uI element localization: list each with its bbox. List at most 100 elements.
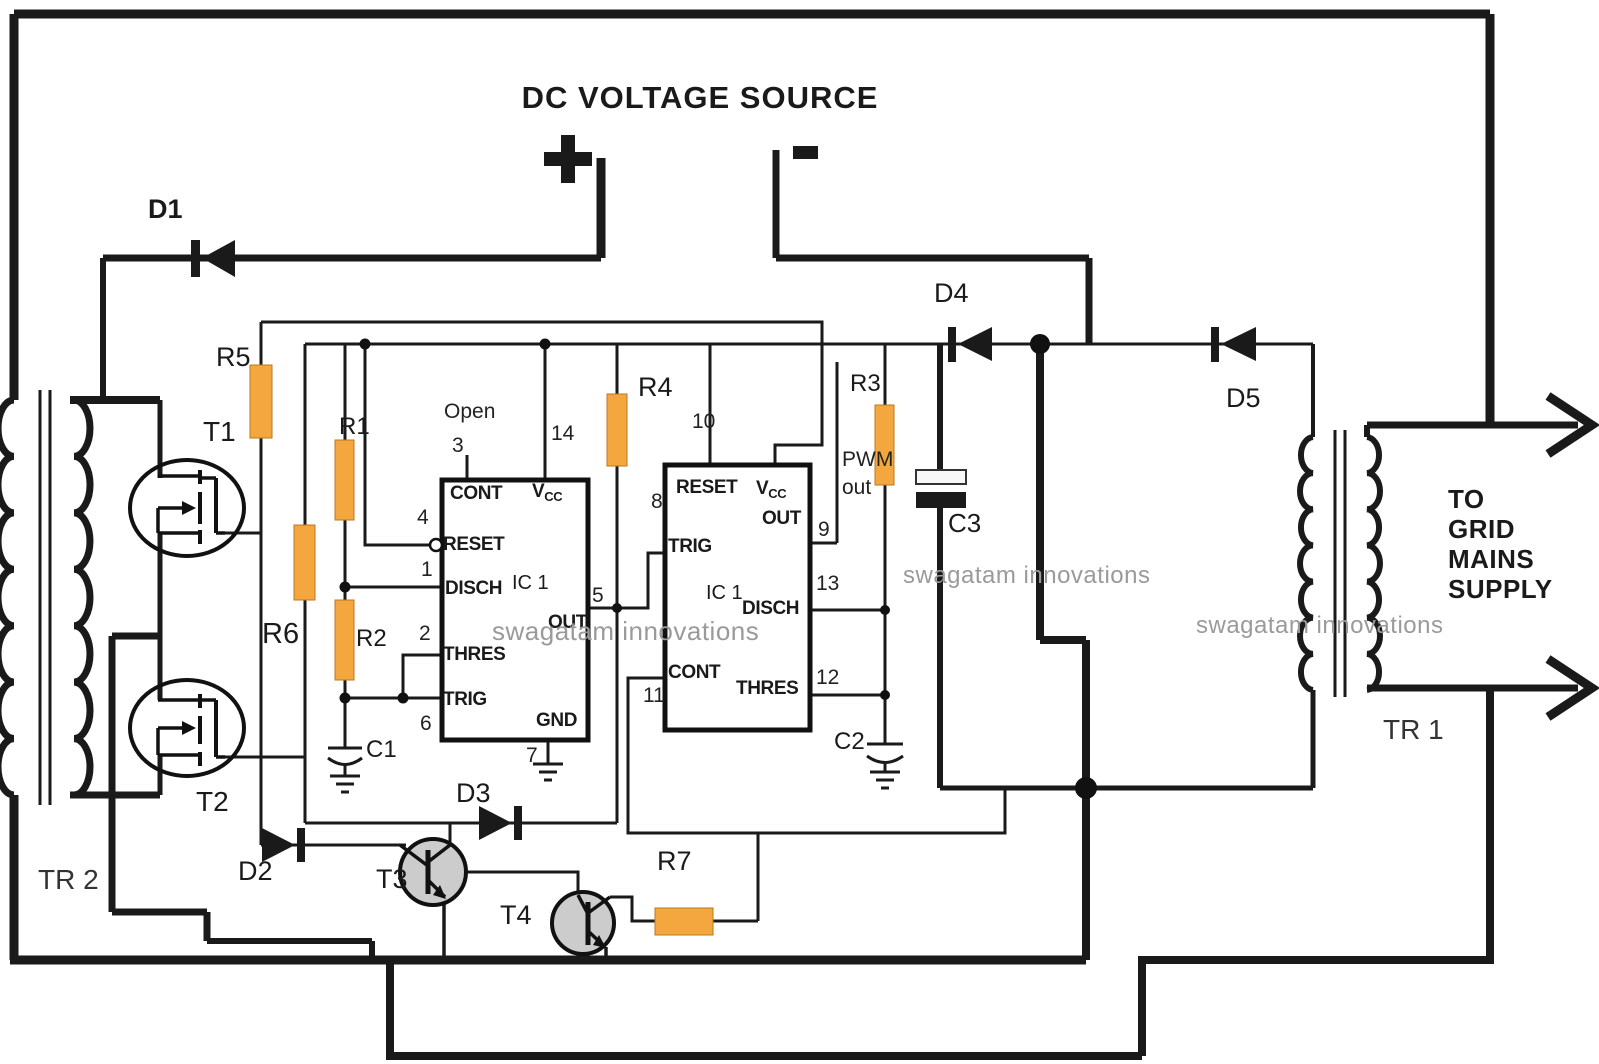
ic1-pin1-number: 1 (421, 558, 433, 581)
ic1-pin14-number: 14 (551, 422, 575, 445)
resistor-r1-label: R1 (339, 413, 370, 440)
diode-d5-icon (1211, 327, 1256, 362)
dc-minus-wire (772, 150, 1093, 344)
ground-icon-c2 (870, 762, 900, 790)
dc-plus-wire (100, 158, 606, 400)
ground-icon-c1 (330, 764, 360, 794)
transformer-tr2-label: TR 2 (38, 864, 99, 895)
signal-wires (217, 320, 1313, 960)
resistor-icons (249, 364, 895, 936)
ic1-pin-disch: DISCH (445, 578, 503, 599)
grid-arrow-top-icon (1367, 392, 1599, 458)
transformer-tr2-icon (0, 390, 94, 805)
mosfet-t1-icon (128, 458, 246, 558)
ic2-pin-out: OUT (762, 508, 801, 529)
ic2-pin11-number: 11 (643, 684, 665, 707)
capacitor-c2-label: C2 (834, 728, 865, 755)
mosfet-t2-icon (128, 678, 246, 778)
diode-d2-label: D2 (238, 856, 273, 886)
resistor-r5-label: R5 (216, 342, 251, 372)
grid-label-line1: TO (1448, 484, 1485, 514)
resistor-r2-label: R2 (356, 625, 387, 652)
grid-arrow-bottom-icon (1367, 655, 1599, 721)
diode-d4-label: D4 (934, 278, 969, 308)
grid-label-line2: GRID (1448, 514, 1515, 544)
ic2-pin-reset: RESET (676, 477, 738, 498)
transistor-t2-label: T2 (196, 786, 229, 817)
grid-label-line3: MAINS (1448, 544, 1535, 574)
capacitor-c1-icon (327, 746, 363, 766)
ic1-pin4-number: 4 (417, 506, 429, 529)
resistor-r1-icon (334, 439, 355, 521)
ic2-pin9-number: 9 (818, 518, 830, 541)
transistor-t1-label: T1 (203, 416, 236, 447)
ic1-pin-out: OUT (548, 612, 587, 633)
minus-terminal-icon (793, 146, 818, 159)
ic2-pin-disch: DISCH (742, 598, 800, 619)
ic1-pin6-number: 6 (420, 712, 432, 735)
diode-d3-icon (479, 806, 522, 840)
ic2-pin-cont: CONT (668, 662, 721, 683)
ic2-name: IC 1 (706, 582, 743, 604)
capacitor-c2-icon (866, 742, 904, 764)
resistor-r6-label: R6 (262, 618, 300, 650)
ic1-name: IC 1 (512, 572, 549, 594)
ic1-pin-vcc: VCC (532, 481, 563, 504)
pwm-out-label-line2: out (842, 476, 872, 499)
reset-bubble-icon (428, 537, 444, 553)
bjt-t4-icon (550, 890, 616, 956)
plus-terminal-icon (544, 135, 592, 183)
watermark-1: swagatam innovations (492, 616, 760, 646)
capacitor-c3-label: C3 (948, 508, 982, 538)
transformer-tr1-label: TR 1 (1383, 714, 1444, 745)
ic1-pin2-number: 2 (419, 622, 431, 645)
diode-d2-icon (262, 828, 305, 862)
ic2-pin12-number: 12 (816, 666, 840, 689)
ic1-pin-trig: TRIG (443, 689, 487, 710)
resistor-r7-icon (654, 907, 714, 936)
page-title: DC VOLTAGE SOURCE (521, 80, 879, 115)
resistor-r6-icon (293, 524, 316, 601)
resistor-r7-label: R7 (657, 846, 692, 876)
resistor-r4-label: R4 (638, 372, 673, 402)
ic2-pin8-number: 8 (651, 490, 663, 513)
ic1-pin-cont: CONT (450, 483, 503, 504)
ic2-pin13-number: 13 (816, 572, 840, 595)
pwm-out-label-line1: PWM (842, 448, 894, 471)
ic2-pin-trig: TRIG (668, 536, 712, 557)
ic1-pin5-number: 5 (592, 584, 604, 607)
junction-dots (339, 334, 1097, 799)
border-wire (9, 9, 1495, 1060)
ic1-box (428, 477, 591, 743)
grid-label-line4: SUPPLY (1448, 574, 1553, 604)
resistor-r4-icon (606, 393, 628, 467)
ic2-pin10-number: 10 (692, 410, 716, 433)
transistor-t4-label: T4 (500, 900, 532, 930)
ic1-open-label: Open (444, 400, 496, 423)
diode-d5-label: D5 (1226, 383, 1261, 413)
bjt-t3-icon (398, 837, 468, 907)
capacitor-c3-icon (915, 469, 967, 508)
resistor-r2-icon (334, 599, 355, 681)
watermark-3: swagatam innovations (1196, 612, 1444, 639)
resistor-r5-icon (249, 364, 273, 439)
capacitor-c1-label: C1 (366, 736, 397, 763)
transistor-t3-label: T3 (376, 864, 408, 894)
transformer-tr1-icon (1297, 425, 1383, 697)
ic1-pin3-number: 3 (452, 434, 464, 457)
resistor-r3-label: R3 (850, 370, 881, 397)
ic1-pin-reset: RESET (443, 534, 505, 555)
ic1-pin-thres: THRES (443, 644, 506, 665)
diode-d1-icon (191, 240, 235, 277)
resistor-r3-icon (874, 404, 895, 486)
ic2-pin-vcc: VCC (756, 478, 787, 501)
diode-d1-label: D1 (148, 194, 183, 224)
power-wires (70, 344, 1316, 960)
ground-icon-pin7 (533, 762, 563, 782)
ic1-pin7-number: 7 (526, 744, 538, 767)
watermark-2: swagatam innovations (903, 562, 1151, 589)
ic1-pin-gnd: GND (536, 710, 578, 731)
diode-d3-label: D3 (456, 778, 491, 808)
diode-d4-icon (948, 327, 992, 362)
